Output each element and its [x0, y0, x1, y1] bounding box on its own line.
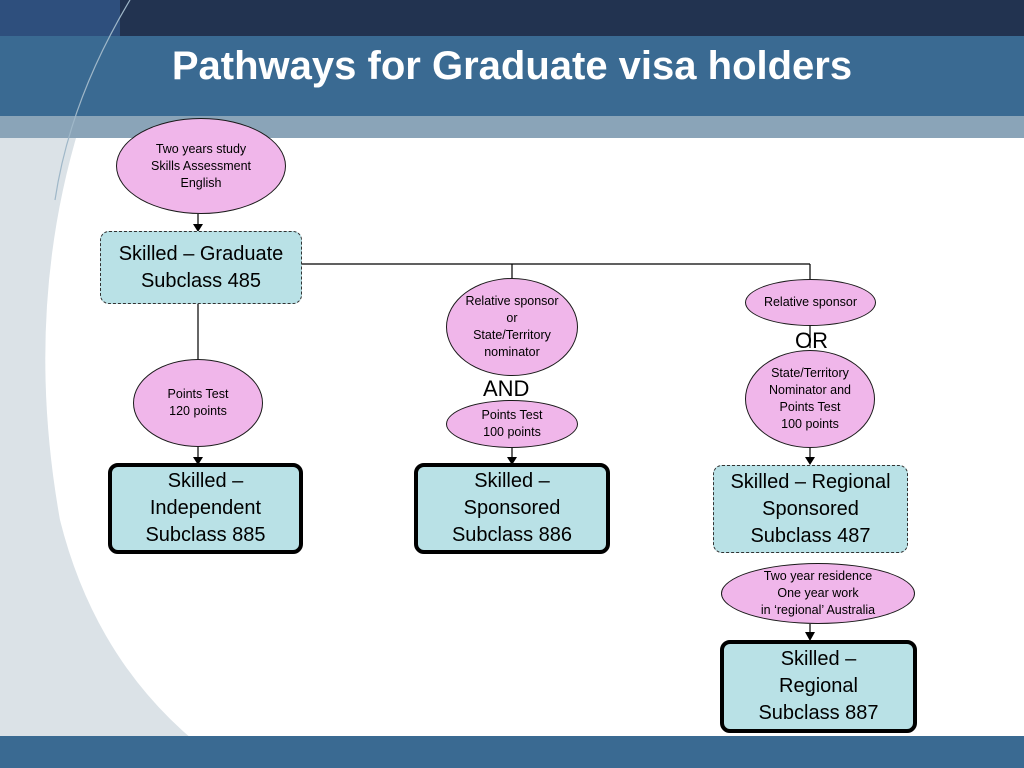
graduate-485-box: Skilled – Graduate Subclass 485: [100, 231, 302, 304]
arrow-down-icon: [193, 457, 203, 465]
nominator-points-ellipse: State/Territory Nominator and Points Tes…: [745, 350, 875, 448]
sponsor-or-nominator-ellipse: Relative sponsor or State/Territory nomi…: [446, 278, 578, 376]
header-bar: [0, 36, 1024, 116]
arrow-down-icon: [193, 224, 203, 232]
or-connector-label: OR: [795, 328, 828, 353]
relative-sponsor-ellipse: Relative sponsor: [745, 279, 876, 326]
independent-885-box: Skilled – Independent Subclass 885: [108, 463, 303, 554]
connector-arrows: [193, 224, 815, 641]
requirements-ellipse: Two years study Skills Assessment Englis…: [116, 118, 286, 214]
page-title: Pathways for Graduate visa holders: [171, 44, 853, 88]
points-test-120-ellipse: Points Test 120 points: [133, 359, 263, 447]
bottom-bar: [0, 736, 1024, 768]
arrow-down-icon: [507, 457, 517, 465]
points-test-100-ellipse: Points Test 100 points: [446, 400, 578, 448]
and-connector-label: AND: [483, 376, 530, 401]
residence-work-ellipse: Two year residence One year work in ‘reg…: [721, 563, 915, 624]
regional-sponsored-487-box: Skilled – Regional Sponsored Subclass 48…: [713, 465, 908, 553]
decorative-arc: [54, 0, 131, 201]
top-left-accent: [0, 0, 120, 36]
connector-lines: [197, 214, 811, 635]
top-dark-strip: [0, 0, 1024, 36]
arrow-down-icon: [805, 457, 815, 465]
sponsored-886-box: Skilled – Sponsored Subclass 886: [414, 463, 610, 554]
regional-887-box: Skilled – Regional Subclass 887: [720, 640, 917, 733]
arrow-down-icon: [805, 632, 815, 641]
